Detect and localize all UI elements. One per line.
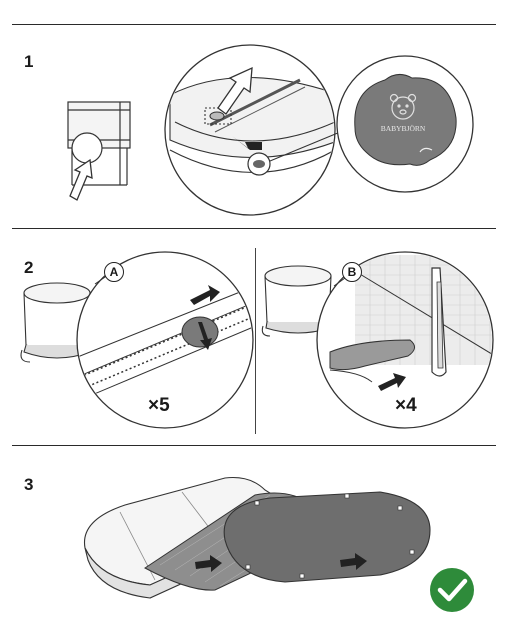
crib-drawing bbox=[67, 101, 131, 186]
direction-arrow-icon bbox=[340, 553, 367, 570]
direction-arrow-icon bbox=[198, 322, 212, 350]
mattress-pad bbox=[223, 491, 431, 583]
direction-arrow-icon bbox=[232, 136, 262, 150]
bear-logo-icon bbox=[389, 93, 417, 120]
pointer-arrow-icon bbox=[217, 66, 253, 115]
step-number-1: 1 bbox=[24, 52, 34, 71]
step-number-3: 3 bbox=[24, 475, 34, 494]
step-number-2: 2 bbox=[24, 258, 34, 277]
pointer-arrow-icon bbox=[69, 158, 93, 201]
step2-divider bbox=[12, 445, 496, 446]
zipper-multiplier: ×5 bbox=[148, 395, 170, 416]
zoom-circle-large bbox=[164, 44, 336, 216]
step1-divider bbox=[12, 228, 496, 229]
zoom-circle-logo: BABYBJÖRN bbox=[336, 55, 474, 193]
zoom-circle-a bbox=[76, 251, 254, 429]
callout-a: A bbox=[104, 262, 124, 282]
direction-arrow-icon bbox=[378, 373, 406, 391]
direction-arrow-icon bbox=[195, 555, 222, 572]
clip-multiplier: ×4 bbox=[395, 395, 417, 416]
brand-logo-text: BABYBJÖRN bbox=[381, 124, 426, 133]
zoom-circle-b bbox=[316, 251, 494, 429]
checkmark-icon bbox=[430, 568, 474, 612]
callout-b: B bbox=[342, 262, 362, 282]
step2-vertical-divider bbox=[255, 248, 256, 434]
top-rule bbox=[12, 24, 496, 25]
direction-arrow-icon bbox=[190, 285, 220, 305]
